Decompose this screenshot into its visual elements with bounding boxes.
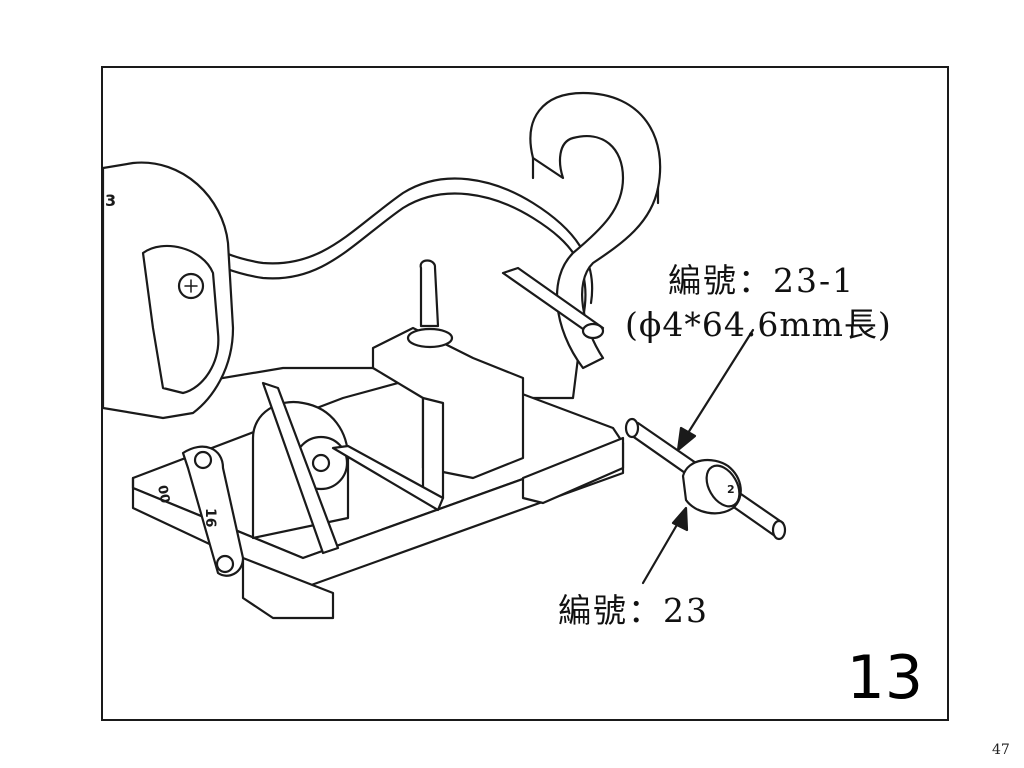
callout-arrow-b-head [671, 506, 689, 532]
part-marking-2: 2 [727, 483, 735, 496]
part-marking-3: 3 [105, 191, 116, 210]
step-number: 13 [846, 643, 923, 713]
part-23-face [705, 464, 741, 508]
callout-part-23-1-spec: (ϕ4*64.6mm長) [625, 305, 892, 344]
toggle-nut [406, 327, 454, 349]
assembly-drawing: 3 16 00 2 [103, 91, 787, 620]
toggle-plate-side [421, 396, 445, 500]
hook-handle-side [531, 156, 660, 205]
base-front-block [241, 556, 335, 620]
callout-arrow-a-line [686, 328, 755, 435]
base-right-block [521, 436, 625, 505]
callout-part-23-1-label: 編號：23-1 [668, 261, 856, 300]
callout-part-23-label: 編號：23 [558, 591, 709, 630]
part-marking-00: 00 [154, 484, 172, 504]
illustration-frame: 3 16 00 2 編號：23-1 (ϕ4*64.6mm長) 編號：23 13 [101, 66, 949, 721]
link-arm-16 [181, 445, 245, 577]
rod-middle [331, 444, 445, 512]
rod-left [261, 381, 340, 555]
page-number: 47 [992, 742, 1010, 758]
callout-arrow-b-line [641, 521, 680, 585]
callout-arrow-a-head [676, 426, 697, 452]
part-marking-16: 16 [202, 508, 218, 527]
toggle-lever [419, 259, 440, 328]
